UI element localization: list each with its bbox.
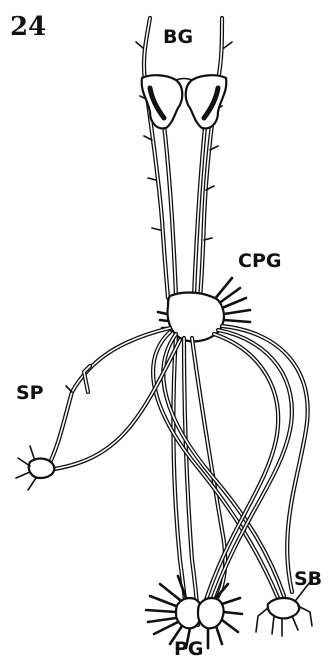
figure-number: 24	[10, 14, 46, 40]
buccal-nerve-trunks	[136, 18, 232, 298]
buccal-ganglia	[142, 75, 227, 128]
pleural-pedal-connectives	[153, 326, 308, 625]
label-pg: PG	[174, 640, 204, 659]
label-bg: BG	[163, 28, 193, 47]
label-cpg: CPG	[238, 252, 281, 271]
label-sb: SB	[294, 570, 322, 589]
label-sp: SP	[16, 384, 44, 403]
